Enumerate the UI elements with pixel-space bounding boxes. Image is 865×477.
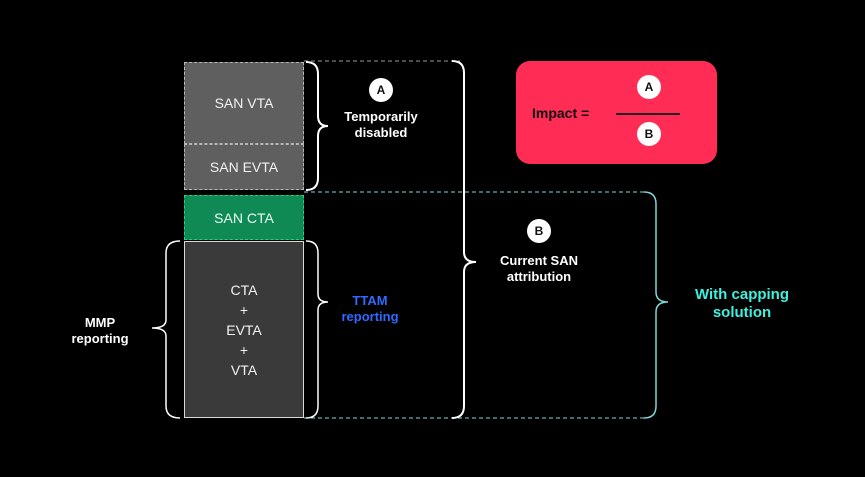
impact-denominator: B xyxy=(637,122,661,146)
mmp-line: CTA xyxy=(230,281,258,298)
mmp-line: EVTA xyxy=(226,321,262,338)
san-evta-block: SAN EVTA xyxy=(184,144,304,190)
temporarily-disabled-label: Temporarily disabled xyxy=(344,109,418,140)
brace-mmp xyxy=(151,240,181,419)
mmp-line: + xyxy=(239,301,249,318)
mmp-line: VTA xyxy=(230,361,258,378)
impact-numerator: A xyxy=(637,75,661,99)
brace-a xyxy=(305,61,329,191)
brace-b xyxy=(451,60,477,419)
mmp-attribution-block: CTA + EVTA + VTA xyxy=(184,241,304,418)
current-san-label: Current SAN attribution xyxy=(499,253,578,284)
marker-a: A xyxy=(369,78,393,102)
mmp-line: + xyxy=(239,341,249,358)
san-cta-block: SAN CTA xyxy=(184,195,304,240)
with-capping-label: With capping solution xyxy=(694,286,790,321)
san-cta-label: SAN CTA xyxy=(214,209,274,226)
brace-ttam xyxy=(305,240,329,419)
brace-capping xyxy=(643,191,669,419)
fraction-line xyxy=(616,113,680,115)
impact-formula-card: Impact = A B xyxy=(516,61,717,164)
san-vta-block: SAN VTA xyxy=(184,62,304,144)
capping-outline xyxy=(304,191,645,419)
ttam-reporting-label: TTAM reporting xyxy=(341,293,399,324)
mmp-reporting-label: MMP reporting xyxy=(71,315,129,346)
san-vta-label: SAN VTA xyxy=(214,95,274,111)
impact-label: Impact = xyxy=(532,105,590,121)
san-evta-label: SAN EVTA xyxy=(209,159,279,175)
marker-b: B xyxy=(527,219,551,243)
